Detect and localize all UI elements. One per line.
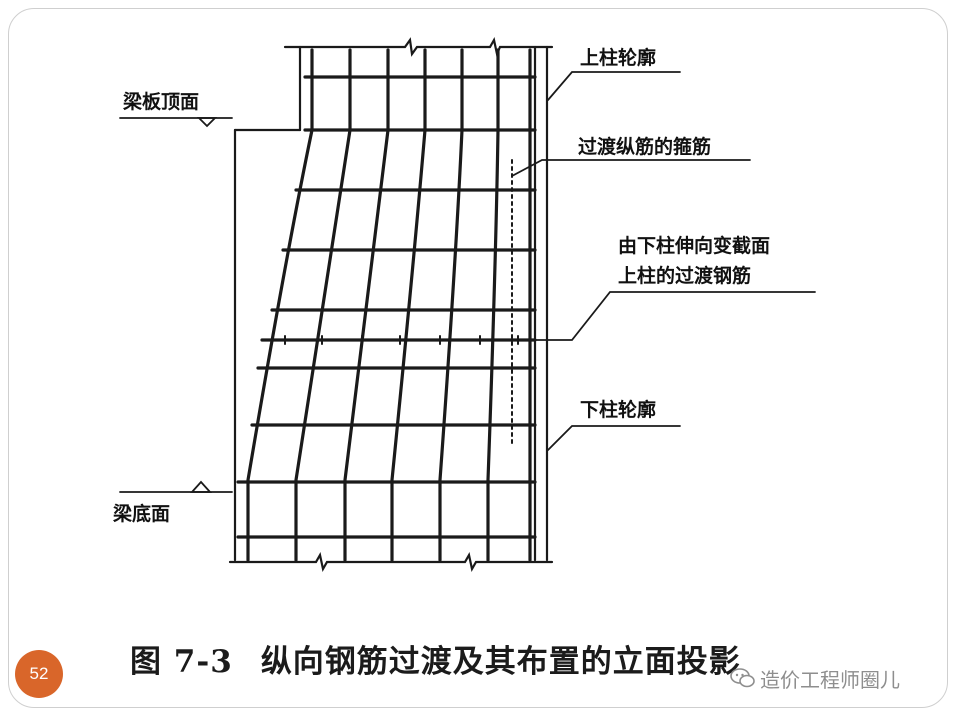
caption-text: 纵向钢筋过渡及其布置的立面投影: [260, 644, 741, 680]
label-upper-outline: 上柱轮廓: [580, 46, 656, 69]
label-lower-outline: 下柱轮廓: [580, 398, 656, 421]
page-number-badge: 52: [15, 650, 63, 698]
watermark: 造价工程师圈儿: [730, 664, 900, 692]
level-markers: [119, 117, 233, 493]
label-transition-line1: 由下柱伸向变截面: [618, 234, 770, 257]
wechat-icon: [730, 668, 755, 688]
caption-number: 图 7-3: [130, 644, 233, 680]
label-transition-line2: 上柱的过渡钢筋: [618, 264, 751, 287]
figure-caption: 图 7-3 纵向钢筋过渡及其布置的立面投影: [130, 636, 830, 681]
label-stirrup: 过渡纵筋的箍筋: [578, 135, 711, 158]
label-beam-bottom: 梁底面: [112, 502, 170, 525]
longitudinal-bars: [246, 48, 532, 562]
slide-frame: [8, 8, 948, 708]
leader-lines: [511, 71, 816, 451]
watermark-text: 造价工程师圈儿: [760, 667, 900, 692]
tie-markers: [284, 335, 519, 345]
label-beam-top: 梁板顶面: [122, 90, 199, 113]
horizontal-ties: [236, 75, 537, 539]
